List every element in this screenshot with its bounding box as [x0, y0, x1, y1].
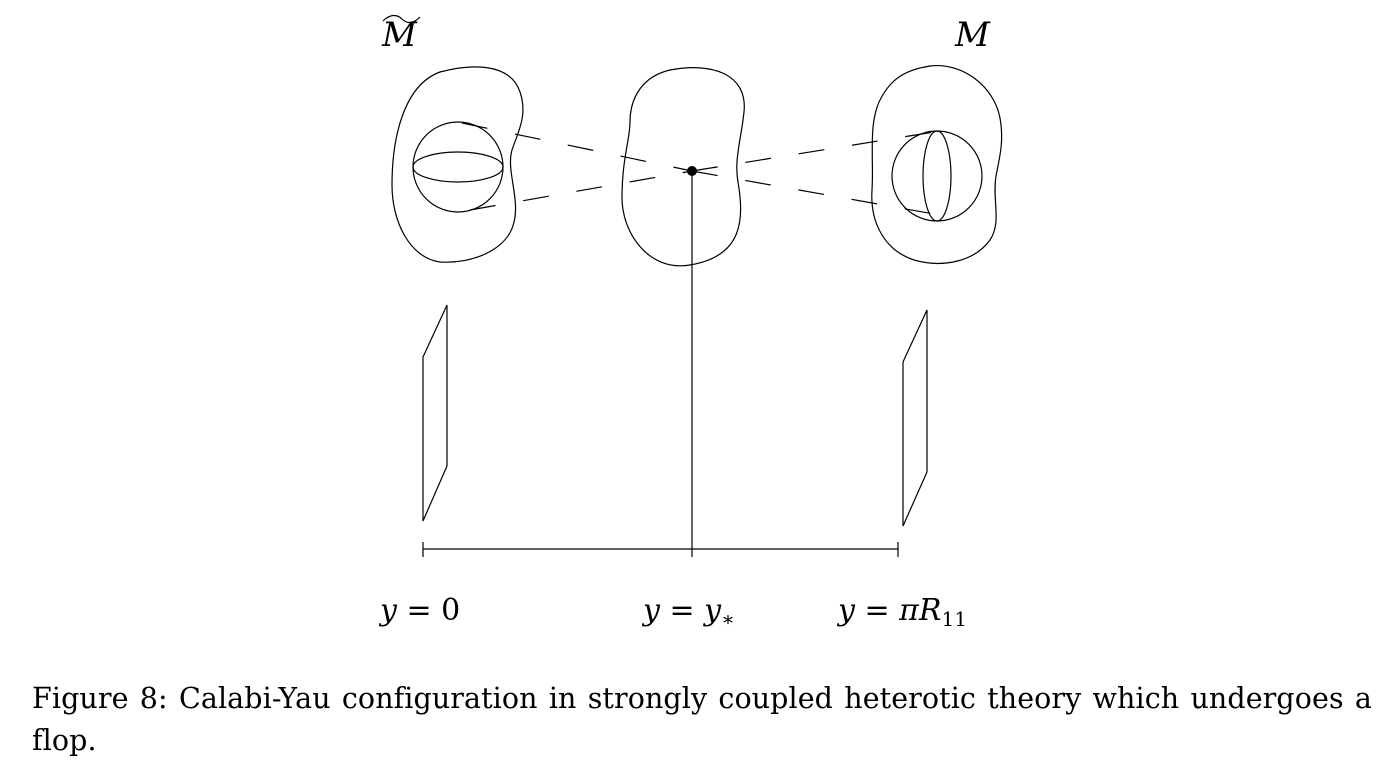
dashed-line-right-upper: [691, 131, 935, 172]
left-sphere-equator: [412, 151, 504, 183]
right-sphere-meridian: [922, 130, 952, 222]
dashed-line-left-lower: [469, 170, 693, 211]
dashed-line-right-lower: [691, 170, 935, 215]
left-sphere: [412, 121, 504, 213]
middle-calabi-yau-blob: [621, 67, 745, 267]
left-boundary-wall: [422, 304, 448, 522]
left-manifold-label: M: [381, 14, 421, 55]
label-y-pi-r11: y = πR11: [836, 593, 967, 631]
figure-caption: Figure 8: Calabi-Yau configuration in st…: [32, 678, 1372, 762]
label-y-zero: y = 0: [378, 593, 460, 628]
right-calabi-yau-blob: [871, 64, 1003, 264]
left-calabi-yau-blob: [391, 66, 524, 263]
right-boundary-wall: [902, 309, 928, 527]
caption-prefix: Figure 8:: [32, 682, 168, 715]
left-manifold-letter: M: [381, 15, 418, 55]
flop-diagram: M M y = 0 y = y∗ y = πR11: [378, 14, 1003, 631]
dashed-line-left-upper: [461, 122, 693, 172]
right-sphere: [891, 130, 983, 222]
right-manifold-label: M: [954, 15, 991, 55]
caption-text: Calabi-Yau configuration in strongly cou…: [32, 682, 1372, 757]
label-y-star: y = y∗: [641, 593, 735, 631]
